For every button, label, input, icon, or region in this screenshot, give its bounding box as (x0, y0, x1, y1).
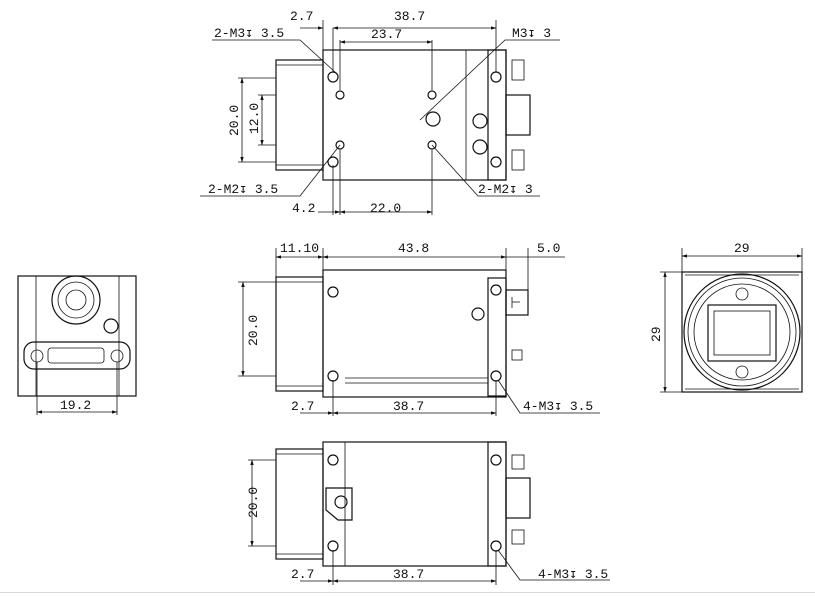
front-view (660, 248, 803, 393)
top-dim-inner: 23.7 (371, 27, 402, 42)
top-dim-bottom-span: 22.0 (370, 201, 401, 216)
top-dim-inner-height: 12.0 (247, 103, 262, 134)
top-view (200, 20, 560, 215)
top-label-m2-right: 2-M2↧ 3 (478, 182, 533, 197)
rear-dim-connector: 19.2 (60, 398, 91, 413)
side-label-holes: 4-M3↧ 3.5 (523, 399, 593, 414)
side-dim-hole-spacing: 38.7 (393, 399, 424, 414)
top-dim-left-offset: 2.7 (290, 9, 313, 24)
side-dim-body: 43.8 (398, 241, 429, 256)
top-dim-hole-spacing: 38.7 (394, 9, 425, 24)
side-view (238, 248, 600, 416)
bottom-dim-left-offset: 2.7 (291, 567, 314, 582)
side-dim-height: 20.0 (246, 315, 261, 346)
rear-view (17, 275, 137, 415)
top-label-m2-left: 2-M2↧ 3.5 (208, 182, 278, 197)
side-dim-left-offset: 2.7 (291, 399, 314, 414)
front-dim-height: 29 (649, 326, 664, 342)
front-dim-width: 29 (734, 241, 750, 256)
bottom-view (248, 441, 610, 585)
top-label-m3-pair: 2-M3↧ 3.5 (214, 26, 284, 41)
bottom-dim-hole-spacing: 38.7 (393, 567, 424, 582)
top-label-m3: M3↧ 3 (512, 26, 551, 41)
page-divider (0, 592, 815, 593)
top-dim-height: 20.0 (227, 105, 242, 136)
bottom-label-holes: 4-M3↧ 3.5 (538, 567, 608, 582)
side-dim-front: 11.10 (280, 241, 319, 256)
top-dim-bottom-left: 4.2 (292, 201, 315, 216)
side-dim-rear: 5.0 (537, 241, 560, 256)
bottom-dim-height: 20.0 (246, 487, 261, 518)
